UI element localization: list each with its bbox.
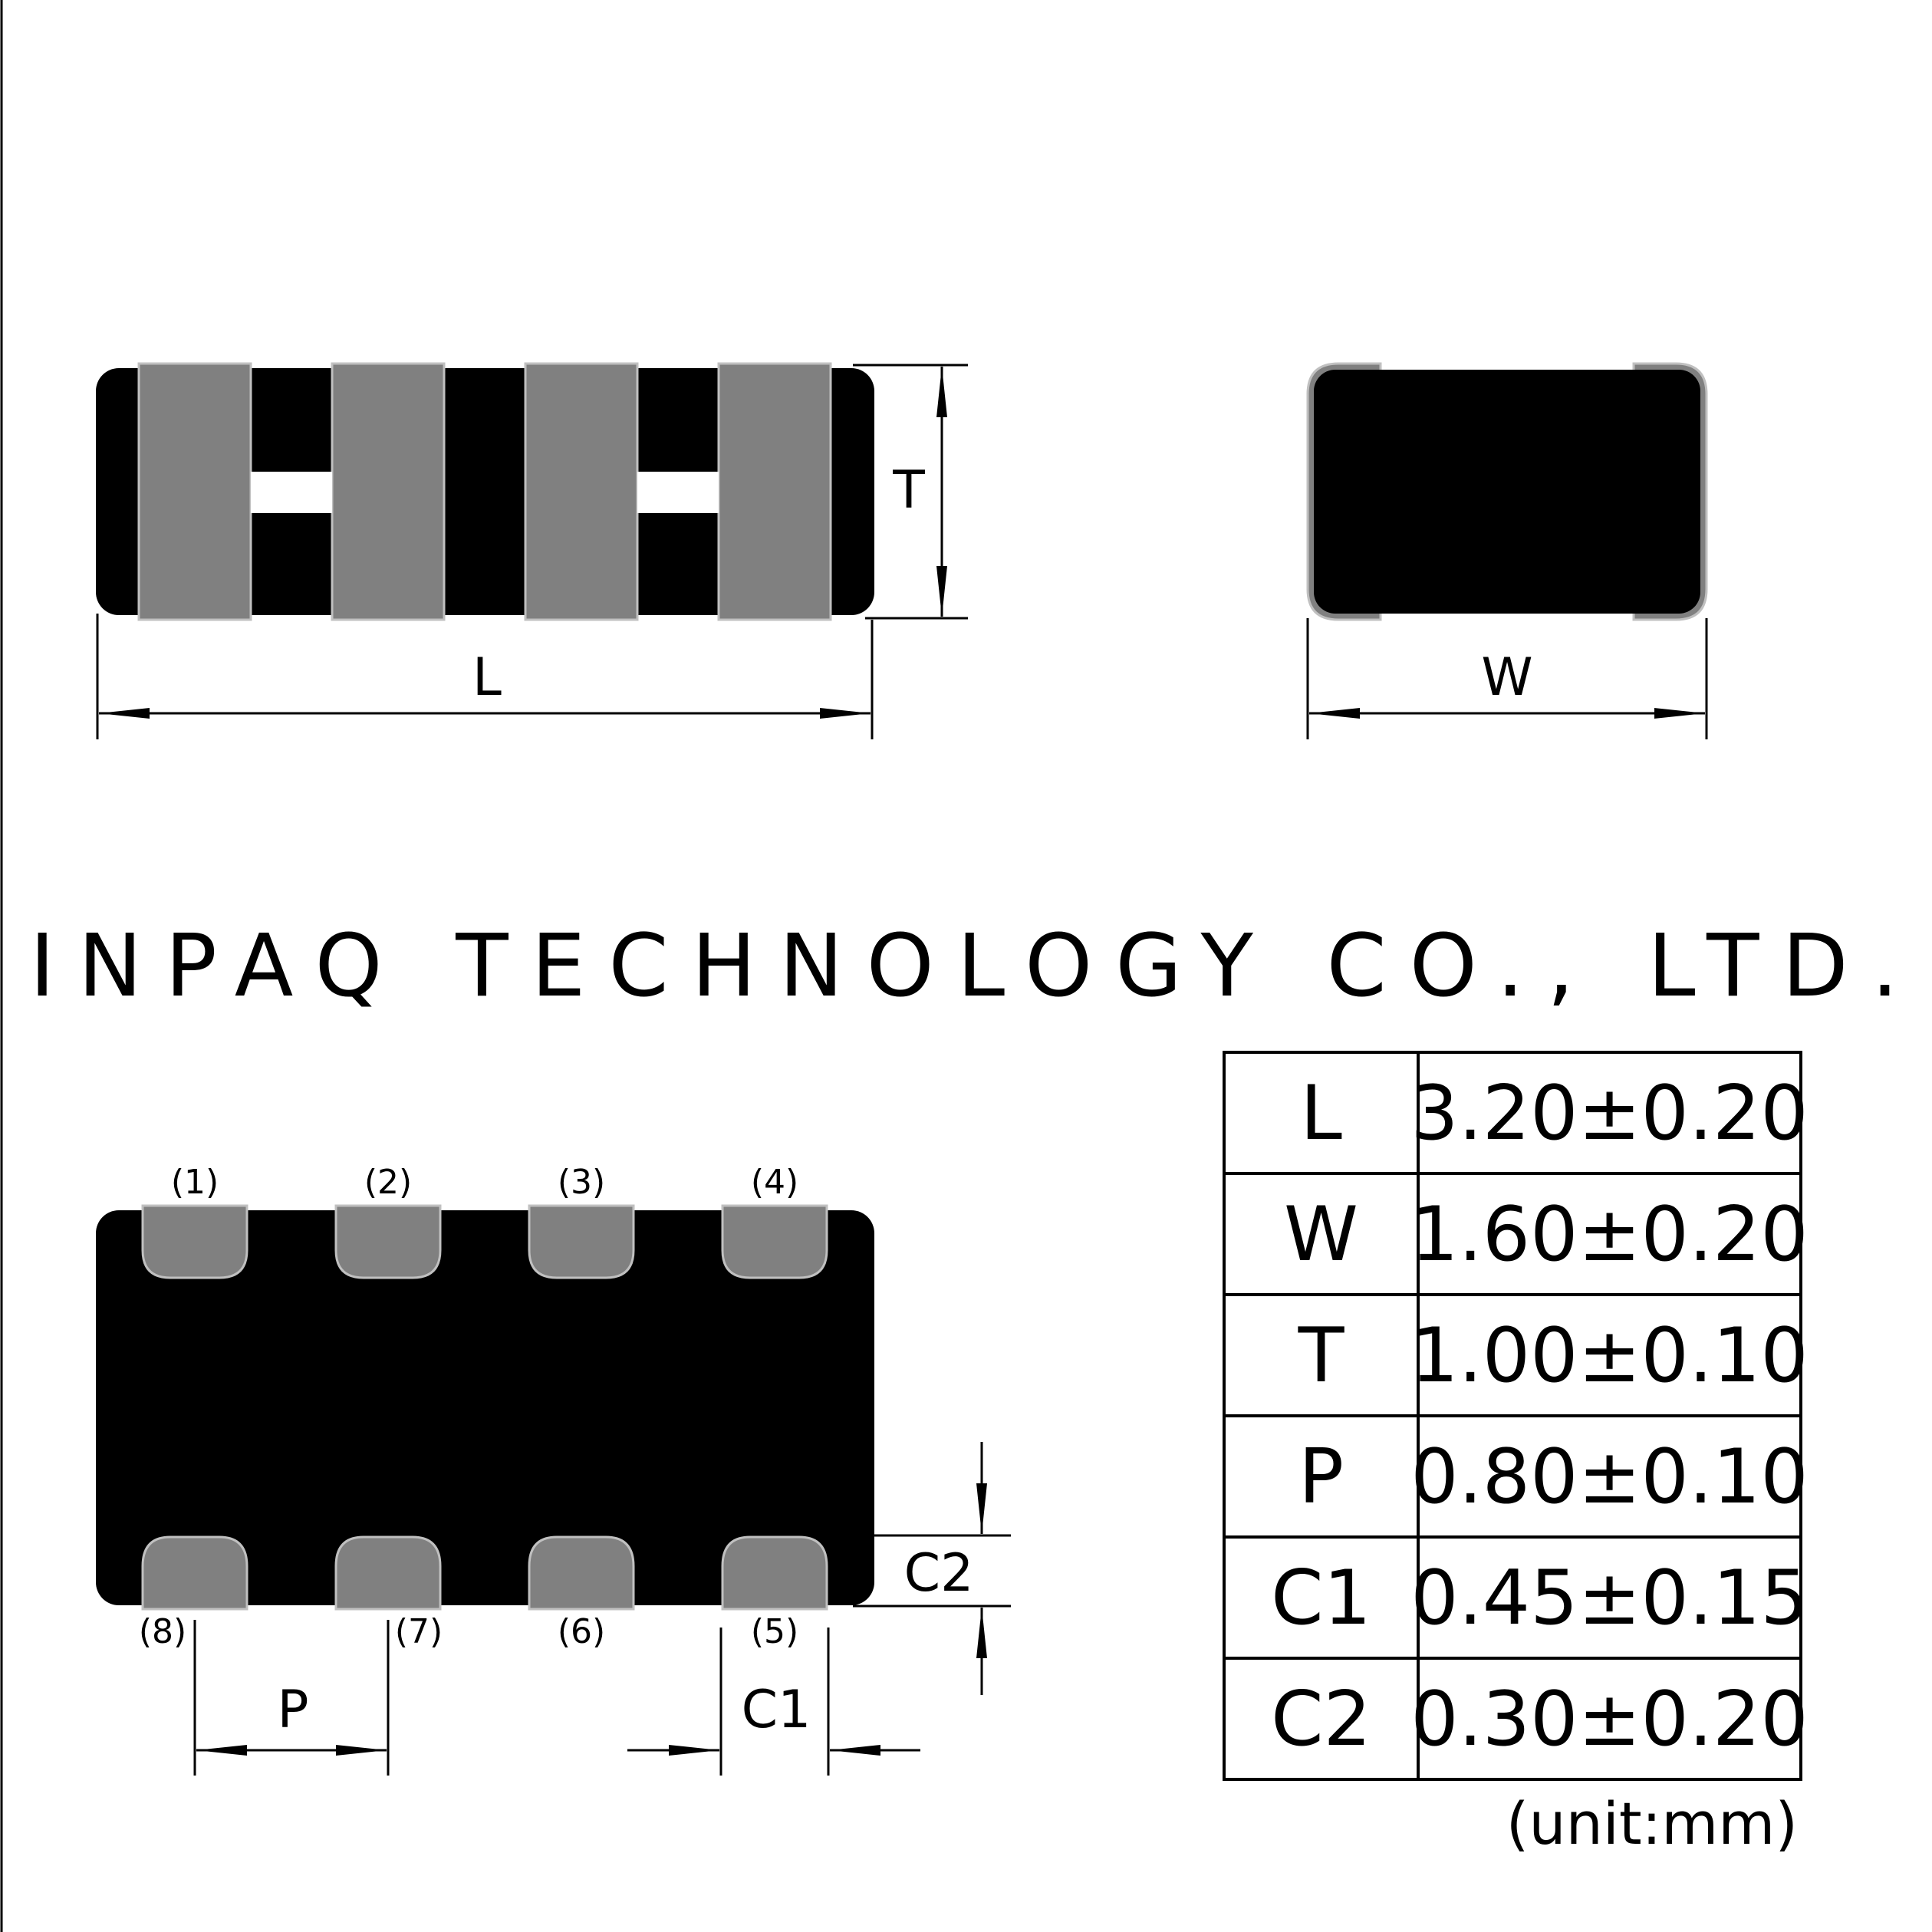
bottom-view: (1) (2) (3) (4) (8) (7) (6) (5) P C1 C2	[96, 1163, 1011, 1776]
table-symbol-cell: P	[1298, 1433, 1344, 1521]
table-value-cell: 1.00±0.10	[1410, 1312, 1809, 1400]
table-value-cell: 0.45±0.15	[1410, 1555, 1809, 1642]
side-view: T L	[96, 362, 968, 739]
side-gap-2	[637, 472, 719, 513]
pad-7	[334, 1535, 442, 1611]
pin-label-3: (3)	[558, 1163, 605, 1202]
side-gap-1	[251, 472, 332, 513]
table-row-dividers	[1224, 1172, 1801, 1660]
end-view: W	[1306, 362, 1708, 739]
pad-4	[721, 1204, 828, 1279]
l-label: L	[472, 647, 502, 708]
pin-label-6: (6)	[558, 1612, 605, 1651]
w-label: W	[1481, 647, 1532, 708]
chip-body-end	[1314, 370, 1700, 614]
side-electrode-3	[524, 362, 639, 621]
table-value-cell: 1.60±0.20	[1410, 1191, 1809, 1279]
pin-label-5: (5)	[751, 1612, 798, 1651]
pad-3	[528, 1204, 635, 1279]
pad-2	[334, 1204, 442, 1279]
watermark-text: INPAQ TECHNOLOGY CO., LTD.	[30, 917, 1922, 1016]
side-electrode-1	[137, 362, 252, 621]
table-symbol-cell: L	[1300, 1070, 1342, 1157]
table-cells: L 3.20±0.20W 1.60±0.20T 1.00±0.10P 0.80±0.10…	[1271, 1070, 1809, 1763]
pin-label-4: (4)	[751, 1163, 798, 1202]
table-symbol-cell: W	[1284, 1191, 1358, 1279]
p-label: P	[277, 1680, 308, 1740]
table-symbol-cell: T	[1298, 1312, 1345, 1400]
pad-1	[141, 1204, 248, 1279]
pad-5	[721, 1535, 828, 1611]
pin-label-8: (8)	[139, 1612, 186, 1651]
pin-label-1: (1)	[171, 1163, 219, 1202]
c2-label: C2	[904, 1543, 974, 1604]
pin-label-2: (2)	[364, 1163, 412, 1202]
dimension-table: L 3.20±0.20W 1.60±0.20T 1.00±0.10P 0.80±0.10…	[1223, 1051, 1809, 1858]
table-symbol-cell: C1	[1271, 1555, 1371, 1642]
t-label: T	[892, 460, 925, 521]
table-value-cell: 3.20±0.20	[1410, 1070, 1809, 1157]
c1-label: C1	[742, 1680, 811, 1740]
pad-6	[528, 1535, 635, 1611]
unit-note: (unit:mm)	[1506, 1789, 1798, 1858]
side-electrode-2	[331, 362, 446, 621]
chip-body-bottom	[96, 1210, 874, 1605]
table-symbol-cell: C2	[1271, 1676, 1371, 1763]
pin-label-7: (7)	[395, 1612, 443, 1651]
pad-8	[141, 1535, 248, 1611]
chip-body-side	[96, 368, 874, 615]
table-value-cell: 0.80±0.10	[1410, 1433, 1809, 1521]
side-electrode-4	[717, 362, 832, 621]
table-value-cell: 0.30±0.20	[1410, 1676, 1809, 1763]
